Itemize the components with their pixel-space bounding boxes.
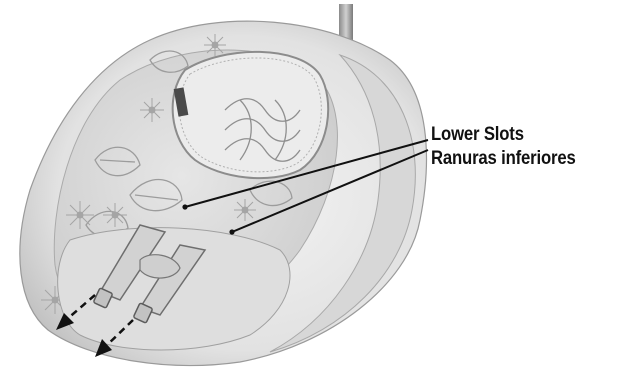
- slot-marker: [229, 229, 234, 234]
- head-support: [173, 52, 329, 178]
- slot-marker: [182, 204, 187, 209]
- callout-label-es: Ranuras inferiores: [431, 147, 576, 171]
- callout-label: Lower Slots Ranuras inferiores: [431, 123, 576, 171]
- callout-label-en: Lower Slots: [431, 123, 576, 147]
